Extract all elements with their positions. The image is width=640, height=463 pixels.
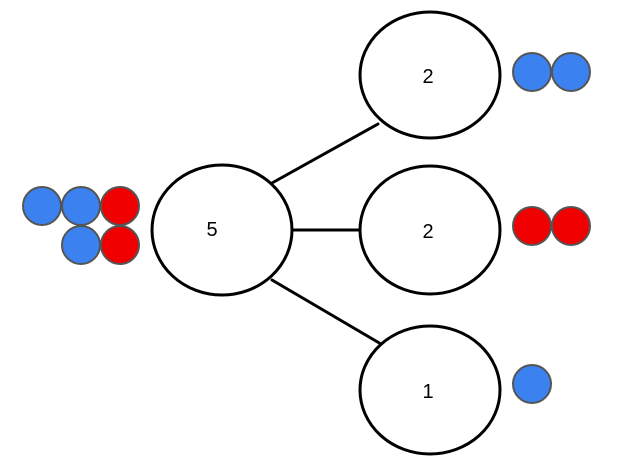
- edge-root-bottom: [270, 278, 383, 346]
- blue-counter: [512, 52, 552, 92]
- blue-counter: [512, 364, 552, 404]
- counter-group-root: [22, 186, 140, 265]
- node-top: 2: [358, 10, 502, 140]
- counter-group-top: [512, 52, 591, 92]
- blue-counter: [61, 225, 101, 265]
- node-middle: 2: [358, 164, 502, 296]
- node-bottom-label: 1: [422, 381, 433, 403]
- node-top-label: 2: [422, 66, 433, 88]
- blue-counter: [551, 52, 591, 92]
- counter-group-bottom: [512, 364, 552, 404]
- node-root: 5: [150, 163, 294, 297]
- red-counter: [551, 206, 591, 246]
- counter-group-middle: [512, 206, 591, 246]
- red-counter: [100, 225, 140, 265]
- edge-root-top: [270, 122, 380, 185]
- blue-counter: [22, 186, 62, 226]
- node-middle-label: 2: [422, 221, 433, 243]
- node-bottom-circle: [358, 324, 502, 456]
- node-top-circle: [358, 10, 502, 140]
- node-root-label: 5: [206, 219, 217, 241]
- blue-counter: [61, 186, 101, 226]
- node-middle-circle: [358, 164, 502, 296]
- node-root-circle: [150, 163, 294, 297]
- red-counter: [100, 186, 140, 226]
- red-counter: [512, 206, 552, 246]
- node-bottom: 1: [358, 324, 502, 456]
